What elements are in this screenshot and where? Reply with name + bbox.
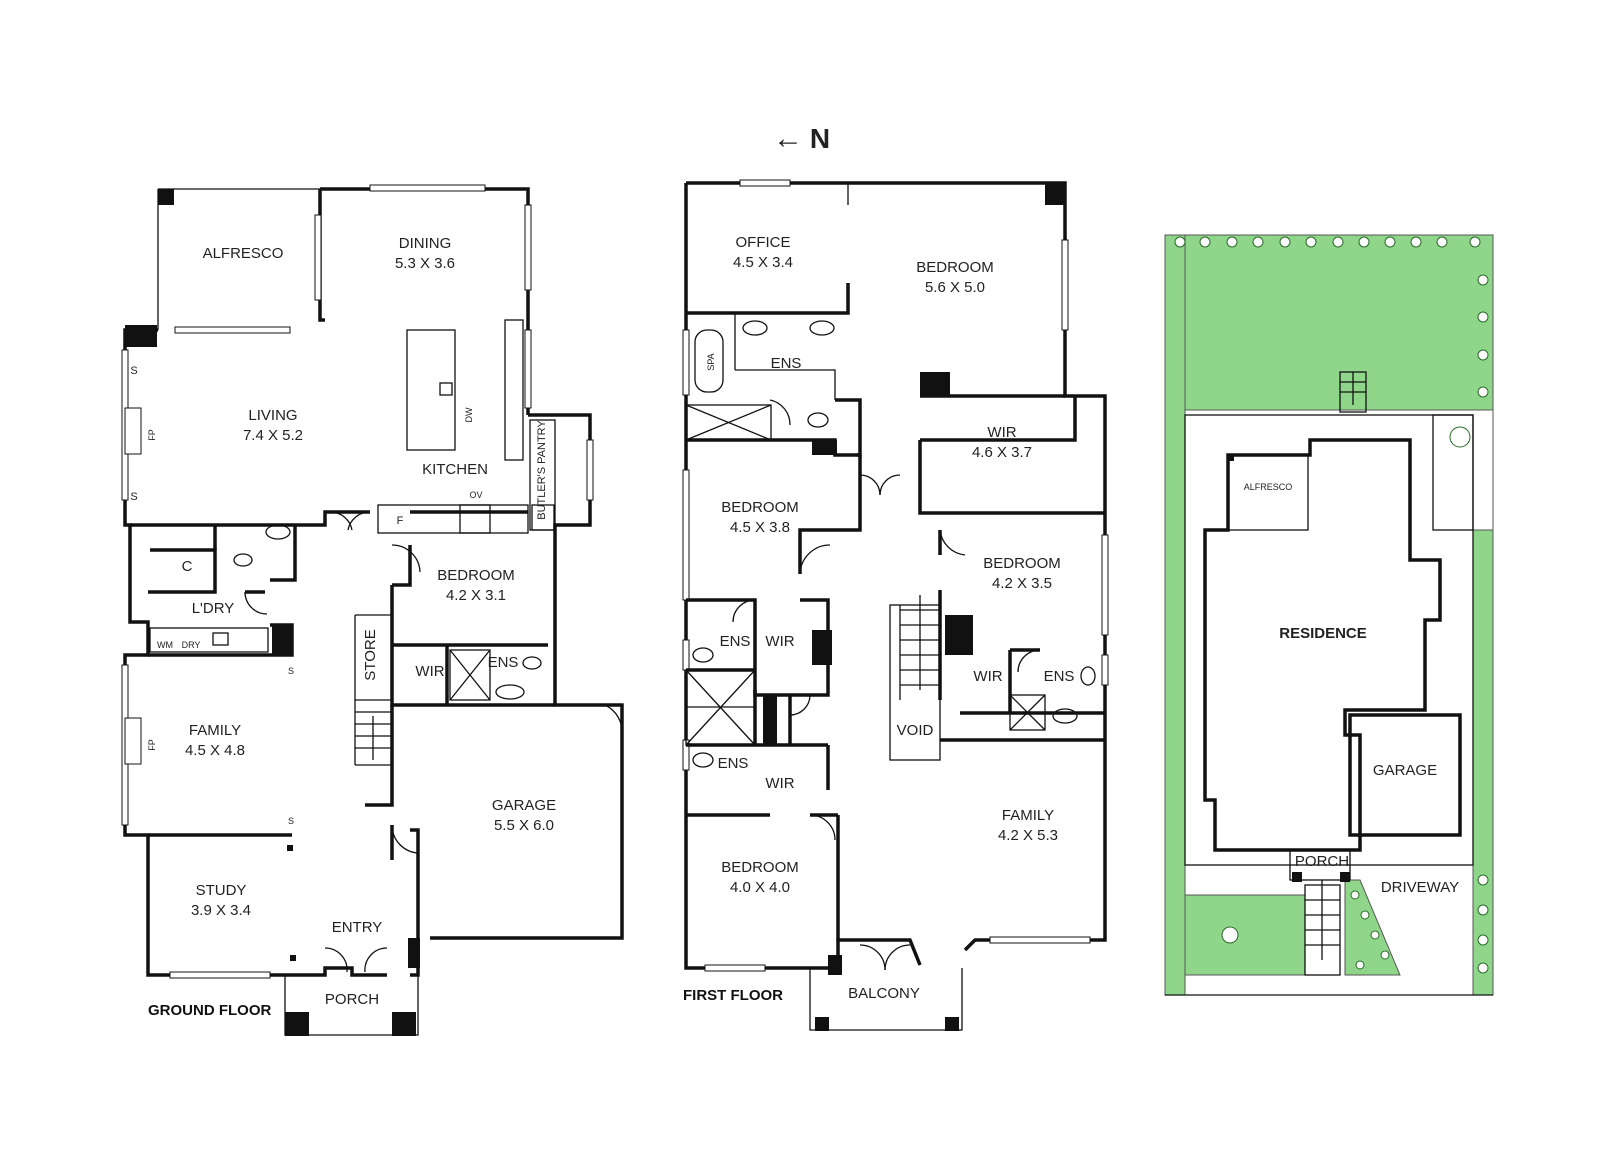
ff-family-size: 4.2 X 5.3 bbox=[998, 827, 1058, 844]
gf-dishwasher-label: DW bbox=[464, 407, 474, 422]
gf-alfresco-label: ALFRESCO bbox=[203, 245, 284, 262]
ff-ensuite-label-3: ENS bbox=[1044, 668, 1075, 685]
gf-dining-size: 5.3 X 3.6 bbox=[395, 255, 455, 272]
gf-oven-label: OV bbox=[469, 490, 482, 500]
ff-ensuite-label-2: ENS bbox=[720, 633, 751, 650]
gf-living-size: 7.4 X 5.2 bbox=[243, 427, 303, 444]
first-floor-plan: OFFICE 4.5 X 3.4 BEDROOM 5.6 X 5.0 ENS S… bbox=[682, 179, 1109, 1031]
gf-study-label: STUDY bbox=[196, 882, 247, 899]
ff-wir-label-2: WIR bbox=[973, 668, 1002, 685]
gf-bedroom-label: BEDROOM bbox=[437, 567, 515, 584]
gf-wir-label: WIR bbox=[415, 663, 444, 680]
gf-butlers-pantry-label: BUTLER'S PANTRY bbox=[536, 420, 548, 520]
site-driveway-label: DRIVEWAY bbox=[1381, 879, 1459, 896]
ff-wir-label-1: WIR bbox=[765, 633, 794, 650]
gf-laundry-label: L'DRY bbox=[192, 600, 235, 617]
gf-garage-label: GARAGE bbox=[492, 797, 556, 814]
gf-dryer-label: DRY bbox=[182, 640, 201, 650]
ff-wir-main-label: WIR bbox=[987, 424, 1016, 441]
site-alfresco-label: ALFRESCO bbox=[1244, 482, 1293, 492]
gf-living-label: LIVING bbox=[248, 407, 297, 424]
ff-bedroom3-label: BEDROOM bbox=[983, 555, 1061, 572]
gf-study-size: 3.9 X 3.4 bbox=[191, 902, 251, 919]
gf-bedroom-size: 4.2 X 3.1 bbox=[446, 587, 506, 604]
gf-dining-label: DINING bbox=[399, 235, 452, 252]
ff-bedroom2-size: 4.5 X 3.8 bbox=[730, 519, 790, 536]
gf-kitchen-label: KITCHEN bbox=[422, 461, 488, 478]
ff-bedroom1-label: BEDROOM bbox=[916, 259, 994, 276]
gf-shelf-label-2: S bbox=[130, 491, 137, 503]
site-garage-label: GARAGE bbox=[1373, 762, 1437, 779]
ff-wir-label-3: WIR bbox=[765, 775, 794, 792]
gf-cupboard-label: C bbox=[182, 558, 193, 575]
ff-void-label: VOID bbox=[897, 722, 934, 739]
gf-ens-label: ENS bbox=[488, 654, 519, 671]
ff-ensuite-label-4: ENS bbox=[718, 755, 749, 772]
ff-ensuite-label-1: ENS bbox=[771, 355, 802, 372]
ground-floor-title: GROUND FLOOR bbox=[148, 1002, 271, 1019]
compass-north-label: N bbox=[810, 123, 830, 154]
gf-shelf-label-1: S bbox=[130, 365, 137, 377]
gf-washer-label: WM bbox=[157, 640, 173, 650]
north-compass: ← N bbox=[773, 122, 830, 155]
gf-family-size: 4.5 X 4.8 bbox=[185, 742, 245, 759]
first-floor-title: FIRST FLOOR bbox=[683, 987, 783, 1004]
site-plan: ALFRESCO RESIDENCE GARAGE PORCH DRIVEWAY bbox=[1164, 234, 1494, 996]
ff-office-size: 4.5 X 3.4 bbox=[733, 254, 793, 271]
ff-wir-main-size: 4.6 X 3.7 bbox=[972, 444, 1032, 461]
gf-entry-label: ENTRY bbox=[332, 919, 383, 936]
gf-porch-label: PORCH bbox=[325, 991, 379, 1008]
ff-family-label: FAMILY bbox=[1002, 807, 1054, 824]
ff-bedroom4-size: 4.0 X 4.0 bbox=[730, 879, 790, 896]
ff-balcony-label: BALCONY bbox=[848, 985, 920, 1002]
gf-shelf-label-3: S bbox=[288, 666, 294, 676]
ff-office-label: OFFICE bbox=[736, 234, 791, 251]
gf-store-label: STORE bbox=[362, 629, 379, 680]
gf-family-label: FAMILY bbox=[189, 722, 241, 739]
gf-fireplace-label-2: FP bbox=[147, 739, 157, 751]
ground-floor-plan: ALFRESCO DINING 5.3 X 3.6 LIVING 7.4 X 5… bbox=[121, 184, 624, 1036]
gf-garage-size: 5.5 X 6.0 bbox=[494, 817, 554, 834]
ff-spa-label: SPA bbox=[706, 353, 716, 370]
site-porch-label: PORCH bbox=[1295, 853, 1349, 870]
ff-bedroom3-size: 4.2 X 3.5 bbox=[992, 575, 1052, 592]
compass-arrow-icon: ← bbox=[773, 122, 803, 155]
gf-fireplace-label-1: FP bbox=[147, 429, 157, 441]
gf-fridge-label: F bbox=[397, 515, 404, 527]
ff-bedroom2-label: BEDROOM bbox=[721, 499, 799, 516]
ff-bedroom1-size: 5.6 X 5.0 bbox=[925, 279, 985, 296]
ff-bedroom4-label: BEDROOM bbox=[721, 859, 799, 876]
site-residence-label: RESIDENCE bbox=[1279, 625, 1367, 642]
gf-shelf-label-4: S bbox=[288, 816, 294, 826]
